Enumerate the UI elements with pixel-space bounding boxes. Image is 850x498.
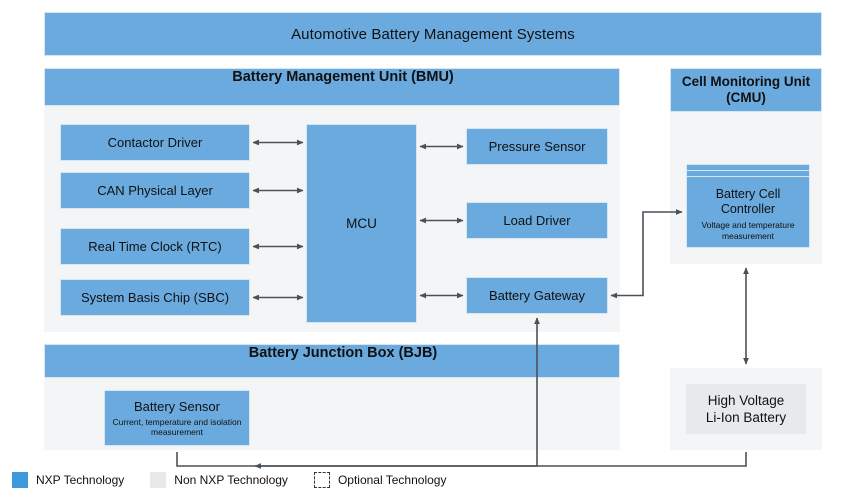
- hv-line2: Li-Ion Battery: [705, 410, 787, 425]
- legend: NXP Technology Non NXP Technology Option…: [12, 468, 472, 492]
- hv-line1: High Voltage: [707, 393, 785, 408]
- block-label: System Basis Chip (SBC): [80, 290, 230, 305]
- block-load-driver[interactable]: Load Driver: [466, 202, 608, 239]
- bjb-header-label: Battery Junction Box (BJB): [248, 345, 438, 361]
- battery-sensor-title: Battery Sensor: [134, 398, 220, 414]
- block-real-time-clock[interactable]: Real Time Clock (RTC): [60, 228, 250, 265]
- block-label: Pressure Sensor: [488, 139, 586, 154]
- battery-cell-controller-subtitle: Voltage and temperature measurement: [701, 220, 795, 241]
- block-label: CAN Physical Layer: [97, 183, 213, 198]
- block-battery-sensor[interactable]: Battery Sensor Current, temperature and …: [104, 390, 250, 446]
- optional-swatch-icon: [313, 472, 330, 488]
- cmu-header-line2: (CMU): [726, 90, 766, 105]
- block-pressure-sensor[interactable]: Pressure Sensor: [466, 128, 608, 165]
- legend-item-optional: Optional Technology: [313, 472, 447, 488]
- block-system-basis-chip[interactable]: System Basis Chip (SBC): [60, 279, 250, 316]
- legend-item-non-nxp: Non NXP Technology: [150, 472, 288, 488]
- diagram-title: Automotive Battery Management Systems: [44, 12, 822, 56]
- block-contactor-driver[interactable]: Contactor Driver: [60, 124, 250, 161]
- bmu-header-label: Battery Management Unit (BMU): [232, 69, 454, 85]
- high-voltage-battery-label: High Voltage Li-Ion Battery: [706, 392, 786, 426]
- non-nxp-swatch-icon: [150, 472, 167, 488]
- legend-item-nxp: NXP Technology: [12, 472, 124, 488]
- block-label: Battery Gateway: [488, 288, 586, 303]
- bmu-header: Battery Management Unit (BMU): [44, 68, 620, 106]
- legend-label: Non NXP Technology: [174, 473, 288, 487]
- cmu-header-line1: Cell Monitoring Unit: [681, 74, 811, 89]
- block-label: Load Driver: [503, 213, 571, 228]
- block-label: Real Time Clock (RTC): [88, 239, 222, 254]
- block-high-voltage-battery[interactable]: High Voltage Li-Ion Battery: [686, 384, 806, 434]
- block-label: Contactor Driver: [107, 135, 203, 150]
- battery-cell-controller-title: Battery Cell Controller: [715, 187, 781, 216]
- battery-sensor-subtitle: Current, temperature and isolation measu…: [112, 416, 242, 438]
- block-label: MCU: [346, 216, 377, 231]
- legend-label: Optional Technology: [337, 473, 447, 487]
- wire-battery-to-sensor: [254, 452, 747, 469]
- legend-label: NXP Technology: [36, 473, 125, 487]
- block-mcu[interactable]: MCU: [306, 124, 417, 323]
- block-battery-gateway[interactable]: Battery Gateway: [466, 277, 608, 314]
- cmu-header: Cell Monitoring Unit (CMU): [670, 68, 822, 112]
- nxp-swatch-icon: [12, 472, 28, 488]
- diagram-title-label: Automotive Battery Management Systems: [291, 25, 575, 43]
- bjb-header: Battery Junction Box (BJB): [44, 344, 620, 378]
- block-battery-cell-controller[interactable]: Battery Cell Controller Voltage and temp…: [686, 176, 810, 248]
- block-can-physical-layer[interactable]: CAN Physical Layer: [60, 172, 250, 209]
